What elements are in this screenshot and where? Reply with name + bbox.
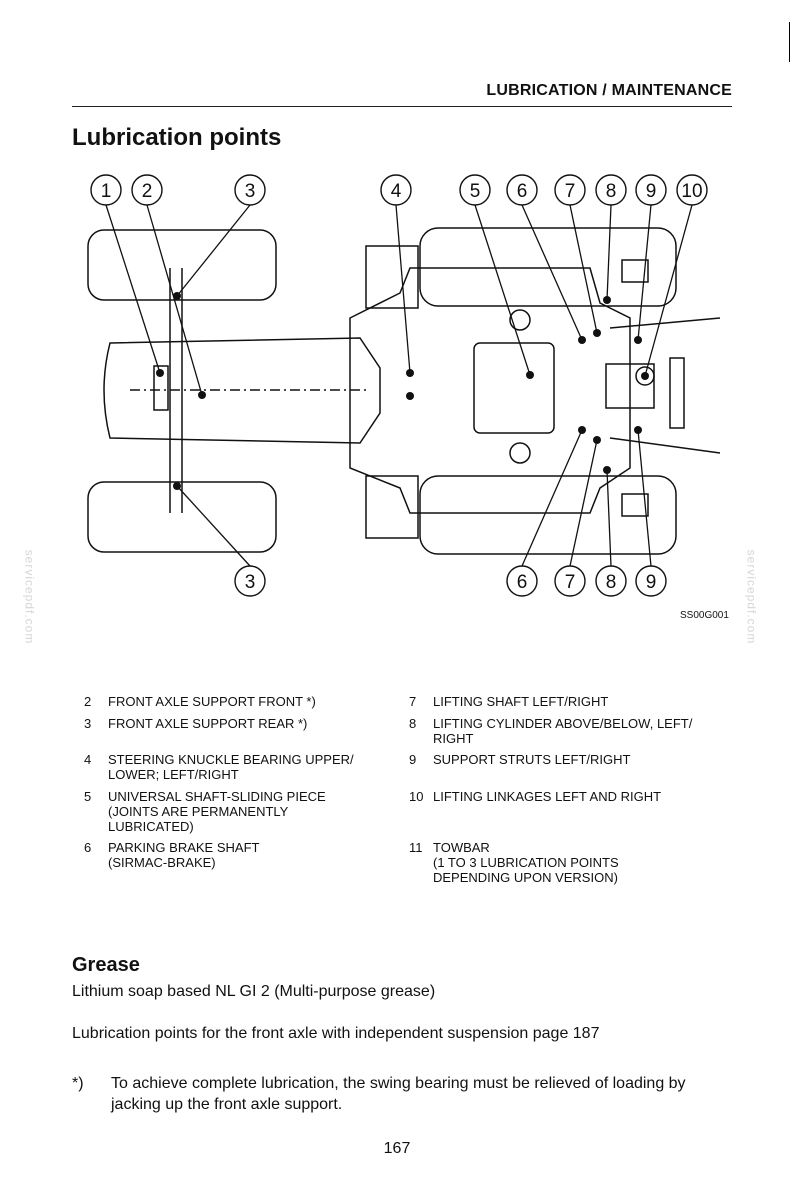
callout-top-10: 10	[681, 181, 702, 202]
legend-num: 2	[84, 694, 92, 709]
legend-text: FRONT AXLE SUPPORT REAR *)	[108, 716, 308, 731]
diagram-code: SS00G001	[680, 610, 729, 621]
callout-top-3: 3	[245, 181, 256, 202]
legend-item: 10 LIFTING LINKAGES LEFT AND RIGHT	[409, 789, 739, 809]
callout-top-9: 9	[646, 181, 657, 202]
callout-bottom-7: 7	[565, 572, 576, 593]
legend-text: PARKING BRAKE SHAFT (SIRMAC-BRAKE)	[108, 840, 260, 870]
callout-top-2: 2	[142, 181, 153, 202]
callout-top-7: 7	[565, 181, 576, 202]
legend-text: LIFTING CYLINDER ABOVE/BELOW, LEFT/ RIGH…	[433, 716, 693, 746]
tread-bottom	[365, 475, 419, 539]
center-plate	[473, 342, 555, 434]
tread-top	[365, 245, 419, 309]
callout-top-5: 5	[470, 181, 481, 202]
legend-text: FRONT AXLE SUPPORT FRONT *)	[108, 694, 316, 709]
legend-item: 9 SUPPORT STRUTS LEFT/RIGHT	[409, 752, 739, 772]
legend-text: UNIVERSAL SHAFT-SLIDING PIECE (JOINTS AR…	[108, 789, 326, 834]
legend-item: 7 LIFTING SHAFT LEFT/RIGHT	[409, 694, 739, 714]
legend-text: LIFTING LINKAGES LEFT AND RIGHT	[433, 789, 662, 804]
legend-num: 4	[84, 752, 92, 767]
legend-num: 7	[409, 694, 417, 709]
legend-item: 6 PARKING BRAKE SHAFT (SIRMAC-BRAKE)	[84, 840, 404, 874]
callout-top-6: 6	[517, 181, 528, 202]
legend-item: 3 FRONT AXLE SUPPORT REAR *)	[84, 716, 404, 736]
legend-item: 5 UNIVERSAL SHAFT-SLIDING PIECE (JOINTS …	[84, 789, 404, 839]
callout-top-8: 8	[606, 181, 617, 202]
legend-item: 4 STEERING KNUCKLE BEARING UPPER/ LOWER;…	[84, 752, 404, 786]
rear-wheel-bottom	[419, 475, 677, 555]
footnote-mark: *)	[72, 1075, 84, 1092]
footnote-text: To achieve complete lubrication, the swi…	[111, 1075, 686, 1113]
tractor-lubrication-diagram: 1 2 3 4 5 6 7 8 9 10 3 6 7 8 9	[87, 174, 721, 597]
legend-num: 11	[409, 840, 423, 855]
grease-type: Lithium soap based NL GI 2 (Multi-purpos…	[72, 983, 436, 1000]
callout-top-1: 1	[101, 181, 112, 202]
legend-num: 10	[409, 789, 424, 804]
legend-num: 5	[84, 789, 92, 804]
rear-wheel-top	[419, 227, 677, 307]
legend-item: 8 LIFTING CYLINDER ABOVE/BELOW, LEFT/ RI…	[409, 716, 739, 750]
watermark-left: servicepdf.com	[22, 549, 37, 645]
hood	[103, 337, 381, 444]
callout-bottom-9: 9	[646, 572, 657, 593]
legend-num: 6	[84, 840, 92, 855]
section-header: LUBRICATION / MAINTENANCE	[486, 82, 732, 99]
page-title: Lubrication points	[72, 124, 282, 151]
grease-heading: Grease	[72, 954, 140, 976]
legend-text: TOWBAR (1 TO 3 LUBRICATION POINTS DEPEND…	[433, 840, 619, 885]
legend-text: STEERING KNUCKLE BEARING UPPER/ LOWER; L…	[108, 752, 354, 782]
page-number: 167	[383, 1140, 411, 1157]
legend-num: 3	[84, 716, 92, 731]
callout-bottom-8: 8	[606, 572, 617, 593]
tractor-frame	[349, 267, 631, 514]
header-rule	[72, 106, 732, 107]
hitch	[605, 363, 655, 409]
callout-bottom-3: 3	[245, 572, 256, 593]
legend-item: 2 FRONT AXLE SUPPORT FRONT *)	[84, 694, 404, 714]
legend-text: SUPPORT STRUTS LEFT/RIGHT	[433, 752, 631, 767]
front-axle-reference: Lubrication points for the front axle wi…	[72, 1025, 600, 1042]
page-edge-mark	[789, 22, 794, 62]
watermark-right: servicepdf.com	[744, 549, 759, 645]
legend-num: 9	[409, 752, 417, 767]
callout-bottom-6: 6	[517, 572, 528, 593]
legend-text: LIFTING SHAFT LEFT/RIGHT	[433, 694, 609, 709]
legend-num: 8	[409, 716, 417, 731]
callout-top-4: 4	[391, 181, 402, 202]
legend-item: 11 TOWBAR (1 TO 3 LUBRICATION POINTS DEP…	[409, 840, 739, 890]
